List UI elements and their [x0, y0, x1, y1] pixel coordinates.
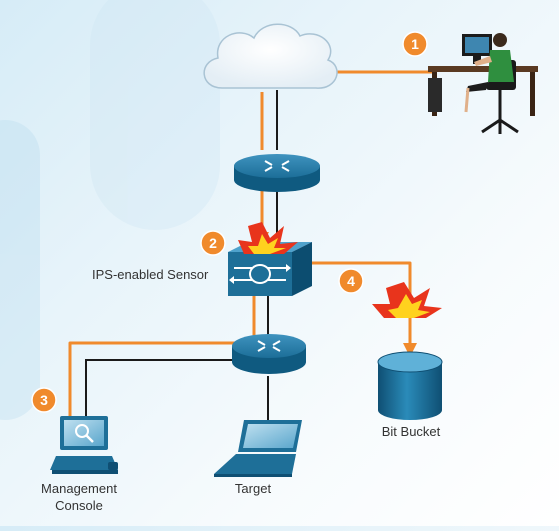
step-badge-3: 3: [31, 387, 57, 413]
attacker-workstation-icon: [428, 33, 538, 134]
router-top-icon: [234, 154, 320, 192]
target-label: Target: [234, 481, 272, 496]
step-badge-4: 4: [338, 268, 364, 294]
explosion-sensor-icon: [238, 222, 298, 254]
management-console-label: Management Console: [41, 481, 117, 513]
svg-text:4: 4: [347, 273, 355, 289]
explosion-bitbucket-icon: [372, 282, 442, 318]
arrow-down-to-bitbucket: [403, 343, 417, 357]
svg-text:3: 3: [40, 392, 48, 408]
attack-path: [68, 70, 432, 425]
svg-text:2: 2: [209, 235, 217, 251]
network-cables: [85, 90, 278, 430]
background-decoration: [0, 0, 220, 420]
path-sensor-to-bitbucket: [310, 261, 412, 346]
path-router-to-console: [68, 341, 238, 425]
target-laptop-icon: [214, 420, 302, 477]
bit-bucket-icon: [377, 351, 443, 420]
management-console-icon: [50, 416, 118, 474]
step-badge-2: 2: [200, 230, 226, 256]
bit-bucket-label: Bit Bucket: [381, 424, 441, 439]
internet-cloud-icon: [203, 23, 338, 89]
step-badge-1: 1: [402, 31, 428, 57]
sensor-label: IPS-enabled Sensor: [92, 267, 209, 282]
router-bottom-icon: [232, 334, 306, 374]
svg-text:1: 1: [411, 36, 419, 52]
